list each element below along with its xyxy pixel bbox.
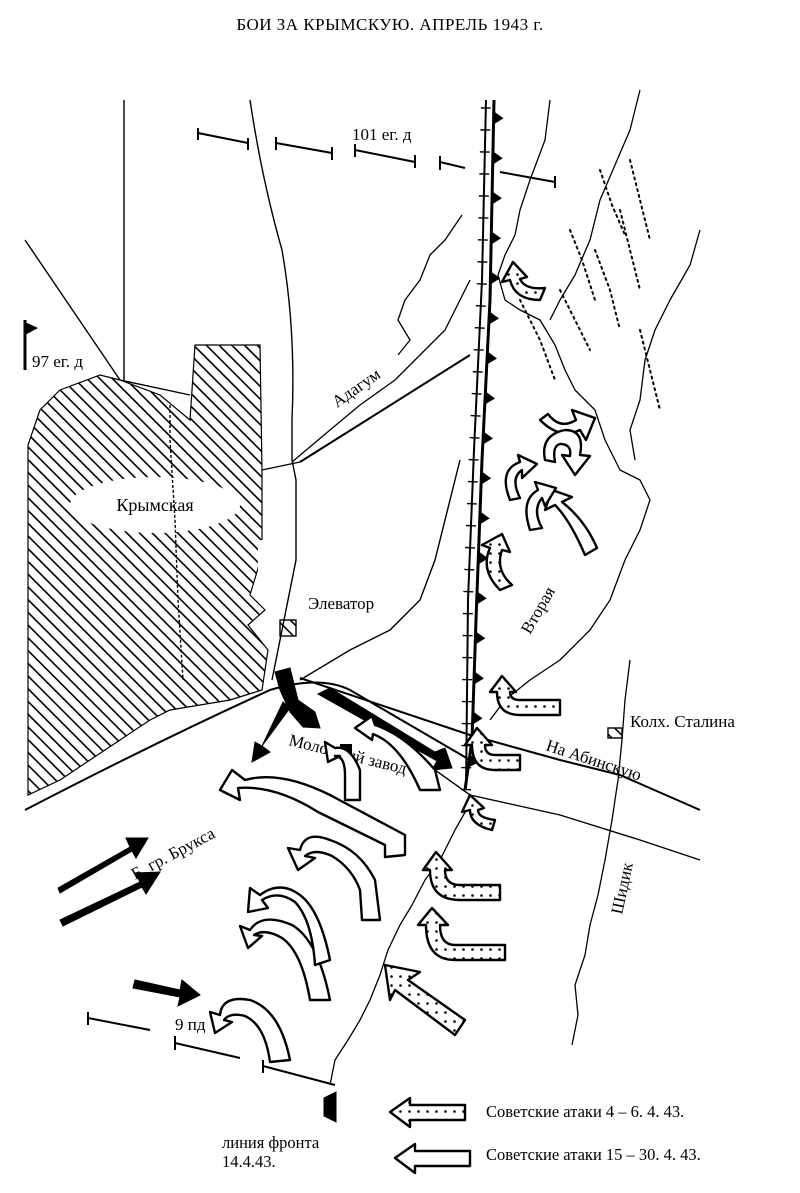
legend: линия фронта 14.4.43. Советские атаки 4 … <box>222 1092 701 1173</box>
legend-front-line-symbol <box>324 1092 336 1122</box>
river-vtoraya-label: Вторая <box>517 583 559 637</box>
legend-soviet-attacks-1: Советские атаки 4 – 6. 4. 43. <box>486 1102 684 1121</box>
legend-front-line-label-2: 14.4.43. <box>222 1152 276 1171</box>
soviet-attacks-early <box>385 262 560 1035</box>
kolkhoz-label: Колх. Сталина <box>630 712 735 731</box>
elevator-building <box>280 620 296 636</box>
map-title: БОИ ЗА КРЫМСКУЮ. АПРЕЛЬ 1943 г. <box>236 15 543 34</box>
div-97-label: 97 ег. д <box>32 352 83 371</box>
legend-attack-hollow-symbol <box>395 1144 470 1173</box>
river-adagum <box>292 215 470 462</box>
river-adagum-label: Адагум <box>328 364 384 411</box>
legend-soviet-attacks-2: Советские атаки 15 – 30. 4. 43. <box>486 1145 701 1164</box>
div-101-label: 101 ег. д <box>352 125 412 144</box>
river-shidik-label: Шидик <box>607 860 637 916</box>
krymskaya-label: Крымская <box>116 495 193 515</box>
kolkhoz-building <box>608 728 622 738</box>
div-9-label: 9 пд <box>175 1015 206 1034</box>
ravine-marks <box>520 160 660 410</box>
legend-attack-dotted-symbol <box>390 1098 465 1127</box>
elevator-label: Элеватор <box>308 594 374 613</box>
legend-front-line-label-1: линия фронта <box>222 1133 320 1152</box>
krymskaya-town-area <box>28 345 288 795</box>
